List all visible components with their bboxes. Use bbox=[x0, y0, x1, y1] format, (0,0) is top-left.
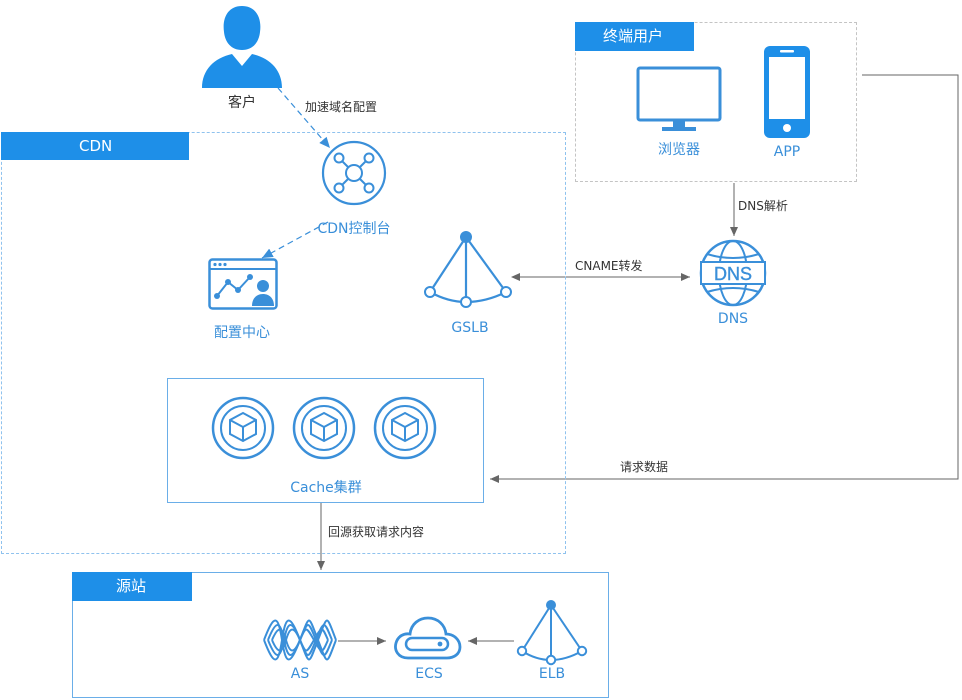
customer-label: 客户 bbox=[228, 95, 256, 111]
dns-badge-text: DNS bbox=[714, 264, 752, 284]
dns-resolve-label: DNS解析 bbox=[738, 199, 788, 213]
config-center-dashboard-icon bbox=[208, 258, 278, 310]
as-label: AS bbox=[290, 666, 310, 682]
domain-config-label: 加速域名配置 bbox=[305, 100, 378, 114]
edge-customer-to-console bbox=[277, 87, 331, 149]
cdn-console-hub-icon bbox=[321, 140, 387, 206]
origin-fetch-label: 回源获取请求内容 bbox=[328, 525, 425, 539]
elb-balancer-icon bbox=[516, 600, 588, 666]
browser-label: 浏览器 bbox=[658, 142, 700, 158]
config-center-label: 配置中心 bbox=[214, 325, 270, 341]
origin-group-title: 源站 bbox=[72, 572, 192, 601]
elb-label: ELB bbox=[538, 666, 566, 682]
end-users-group-box bbox=[575, 22, 857, 182]
cache-cluster-box bbox=[167, 378, 484, 503]
end-users-group-title: 终端用户 bbox=[575, 22, 694, 51]
cdn-group-title: CDN bbox=[1, 132, 189, 160]
cdn-group-box bbox=[1, 132, 566, 554]
dns-globe-icon: DNS bbox=[699, 239, 767, 307]
request-data-label: 请求数据 bbox=[620, 460, 669, 474]
as-waves-icon bbox=[263, 619, 337, 661]
cache-cluster-label: Cache集群 bbox=[290, 480, 362, 496]
cache-node-icon bbox=[373, 396, 437, 460]
browser-monitor-icon bbox=[636, 66, 722, 131]
ecs-label: ECS bbox=[415, 666, 443, 682]
edge-console-to-config bbox=[261, 221, 329, 259]
dns-label: DNS bbox=[717, 311, 749, 327]
gslb-balancer-icon bbox=[424, 231, 512, 308]
edge-request-data bbox=[490, 74, 959, 483]
app-label: APP bbox=[773, 144, 801, 160]
ecs-cloud-server-icon bbox=[394, 616, 462, 660]
customer-person-icon bbox=[202, 6, 282, 88]
origin-group-box bbox=[72, 572, 609, 698]
app-phone-icon bbox=[764, 46, 810, 138]
cname-forward-label: CNAME转发 bbox=[575, 259, 643, 273]
cache-node-icon bbox=[211, 396, 275, 460]
cdn-console-label: CDN控制台 bbox=[317, 221, 391, 237]
gslb-label: GSLB bbox=[451, 320, 489, 336]
cache-node-icon bbox=[292, 396, 356, 460]
